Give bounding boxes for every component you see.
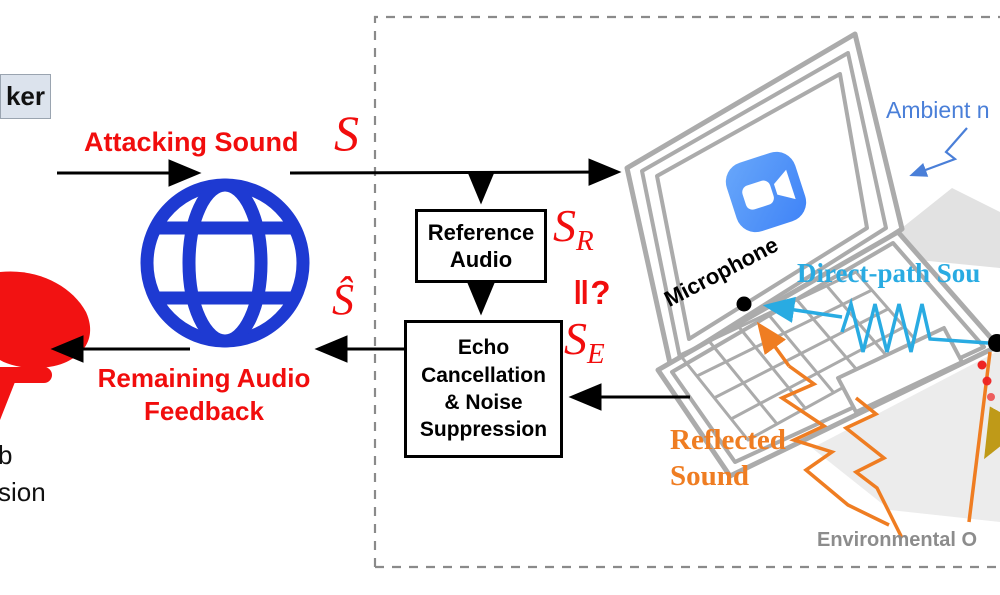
speaker-emission-arrow [984, 406, 1000, 460]
ambient-noise-label: Ambient n [886, 97, 990, 123]
echo-box-line2: Cancellation [421, 363, 546, 387]
speaker-icon [0, 271, 91, 420]
remaining-audio-line2: Feedback [144, 395, 264, 426]
attacker-label-fragment: ker [0, 74, 51, 119]
se-base: S [564, 313, 587, 364]
echo-box-line3: & Noise [444, 391, 523, 414]
reference-audio-line1: Reference [427, 219, 535, 245]
signal-arrows [50, 158, 690, 411]
direct-path-wave [762, 296, 989, 353]
reflected-line1: Reflected [670, 424, 786, 456]
speaker-signal-dots [977, 360, 995, 401]
zoom-logo-icon [725, 151, 807, 233]
dashed-boundary [373, 15, 1000, 569]
ambient-noise-arrow [909, 127, 968, 177]
sr-subscript: R [576, 225, 594, 257]
reflected-sound-label: Reflected Sound [670, 422, 786, 495]
internet-globe-icon [140, 178, 310, 348]
signal-se-symbol: SE [564, 316, 605, 369]
reference-audio-line2: Audio [449, 247, 513, 272]
reflected-line2: Sound [670, 460, 750, 493]
microphone-dot [736, 296, 752, 312]
se-subscript: E [587, 338, 605, 370]
echo-box-line1: Echo [457, 336, 510, 360]
direct-path-sound-label: Direct-path Sou [797, 258, 981, 288]
session-label-fragment-2: sion [0, 477, 46, 507]
session-label-fragment-1: b [0, 440, 13, 470]
remaining-audio-line1: Remaining Audio [97, 363, 311, 393]
environmental-obstacle-label: Environmental O [817, 529, 978, 551]
comparison-symbol: ‖? [573, 274, 612, 311]
signal-sr-symbol: SR [553, 203, 594, 256]
remaining-audio-label: Remaining Audio Feedback [88, 362, 320, 427]
keyboard-grid [678, 270, 922, 442]
signal-s-symbol: S [334, 105, 359, 161]
sr-base: S [553, 200, 576, 251]
attacking-sound-label: Attacking Sound [84, 127, 299, 157]
reference-audio-box: Reference Audio [415, 209, 547, 283]
echo-box-line4: Suppression [419, 418, 548, 442]
echo-cancellation-box: Echo Cancellation & Noise Suppression [404, 320, 563, 458]
signal-s-hat-symbol: Ŝ [332, 275, 354, 324]
speaker-dot [988, 334, 1000, 352]
